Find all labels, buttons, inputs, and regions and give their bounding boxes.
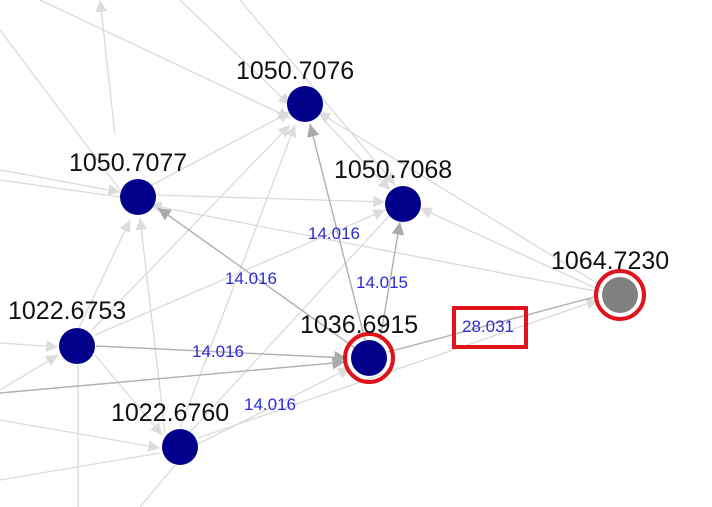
node-label: 1050.7068: [334, 156, 452, 184]
edge-label: 14.016: [244, 395, 296, 414]
edge: [135, 217, 166, 433]
graph-node[interactable]: [287, 86, 323, 122]
edge: [0, 354, 59, 391]
node-label: 1064.7230: [551, 247, 669, 275]
edge: [154, 194, 386, 208]
edge: [139, 464, 176, 507]
graph-node[interactable]: [385, 186, 421, 222]
edge: [0, 179, 121, 198]
edge: [0, 29, 121, 191]
edge: [0, 340, 59, 353]
node-label: 1036.6915: [300, 311, 418, 339]
edge: [317, 111, 601, 286]
edge: [77, 219, 131, 331]
primary-edges: [0, 123, 599, 394]
edge: [321, 117, 391, 191]
edge: [0, 169, 121, 196]
edge: [179, 124, 297, 429]
edge-label-highlight-box: [452, 306, 528, 349]
edge-label: 14.016: [308, 224, 360, 243]
node-label: 1022.6753: [8, 297, 126, 325]
nodes: [59, 86, 646, 465]
node-label: 1022.6760: [111, 399, 229, 427]
edge-6915-to-7068: [379, 221, 405, 341]
edge: [419, 207, 601, 291]
edge: [149, 201, 601, 293]
graph-node[interactable]: [351, 340, 387, 376]
background-edges: [0, 0, 601, 507]
edge: [195, 367, 351, 446]
edge-6915-to-7076: [307, 123, 366, 341]
edge-label: 14.016: [192, 342, 244, 361]
node-highlight-ring: [343, 332, 395, 384]
edge-labels: 14.016 14.016 14.015 14.016 14.016 28.03…: [192, 224, 528, 414]
edge: [95, 0, 116, 136]
node-highlight-ring: [594, 269, 646, 321]
graph-node[interactable]: [120, 179, 156, 215]
edge-6915-to-7077: [157, 207, 356, 349]
edge-7230-to-6915: [387, 295, 599, 353]
edge: [197, 298, 599, 439]
edge: [0, 356, 346, 394]
edge: [179, 0, 291, 106]
graph-node[interactable]: [602, 277, 638, 313]
edge: [0, 419, 161, 452]
edge-label: 14.016: [225, 269, 277, 288]
edge-label: 28.031: [462, 317, 514, 336]
edge-6753-to-6915: [95, 345, 348, 364]
node-label: 1050.7076: [236, 57, 354, 85]
node-labels: 1050.7076 1050.7077 1050.7068 1064.7230 …: [8, 57, 669, 427]
edge: [149, 111, 291, 187]
edge: [189, 214, 391, 433]
edge: [39, 0, 291, 119]
edge: [0, 452, 161, 481]
edge: [91, 124, 291, 331]
node-label: 1050.7077: [69, 149, 187, 177]
edge: [94, 354, 163, 436]
graph-node[interactable]: [59, 328, 95, 364]
edge-label: 14.015: [356, 273, 408, 292]
graph-node[interactable]: [162, 429, 198, 465]
